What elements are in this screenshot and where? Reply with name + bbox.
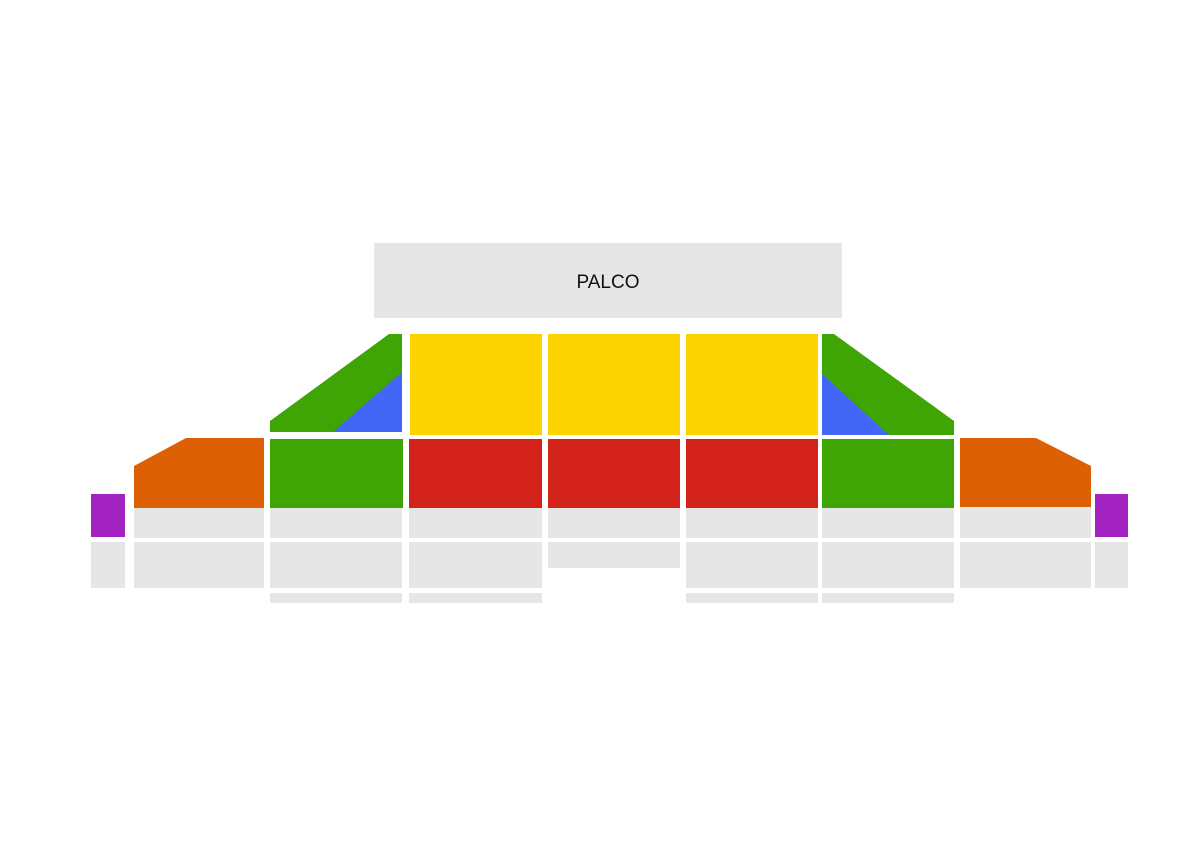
section-middle-center[interactable] [548, 439, 680, 508]
stage: PALCO [374, 243, 842, 318]
section-front-center[interactable] [548, 334, 680, 435]
unavailable-section [409, 542, 542, 588]
stage-area [374, 243, 842, 318]
section-middle-center-left[interactable] [409, 439, 542, 508]
unavailable-section [960, 507, 1091, 538]
unavailable-section [822, 542, 954, 588]
unavailable-section [409, 508, 542, 538]
unavailable-section [270, 508, 402, 538]
unavailable-section [270, 593, 402, 603]
unavailable-section [91, 542, 125, 588]
section-front-left-inner[interactable] [333, 372, 402, 432]
unavailable-section [960, 542, 1091, 588]
unavailable-section [409, 593, 542, 603]
section-front-right-inner[interactable] [822, 374, 889, 435]
unavailable-section [686, 542, 818, 588]
unavailable-section [1095, 542, 1128, 588]
section-far-right-purple[interactable] [1095, 494, 1128, 537]
section-side-left-orange[interactable] [134, 438, 264, 508]
unavailable-section [686, 593, 818, 603]
unavailable-section [822, 508, 954, 538]
section-front-center-left[interactable] [410, 334, 542, 435]
section-middle-center-right[interactable] [686, 439, 818, 508]
section-middle-right-green[interactable] [822, 439, 954, 508]
section-far-left-purple[interactable] [91, 494, 125, 537]
unavailable-section [548, 542, 680, 568]
unavailable-section [134, 508, 264, 538]
unavailable-sections [91, 507, 1128, 603]
unavailable-section [548, 508, 680, 538]
unavailable-section [270, 542, 402, 588]
section-middle-left-green[interactable] [270, 439, 403, 508]
section-front-center-right[interactable] [686, 334, 818, 435]
unavailable-section [134, 542, 264, 588]
unavailable-section [822, 593, 954, 603]
stage-label: PALCO [576, 272, 639, 293]
section-side-right-orange[interactable] [960, 438, 1091, 507]
unavailable-section [686, 508, 818, 538]
